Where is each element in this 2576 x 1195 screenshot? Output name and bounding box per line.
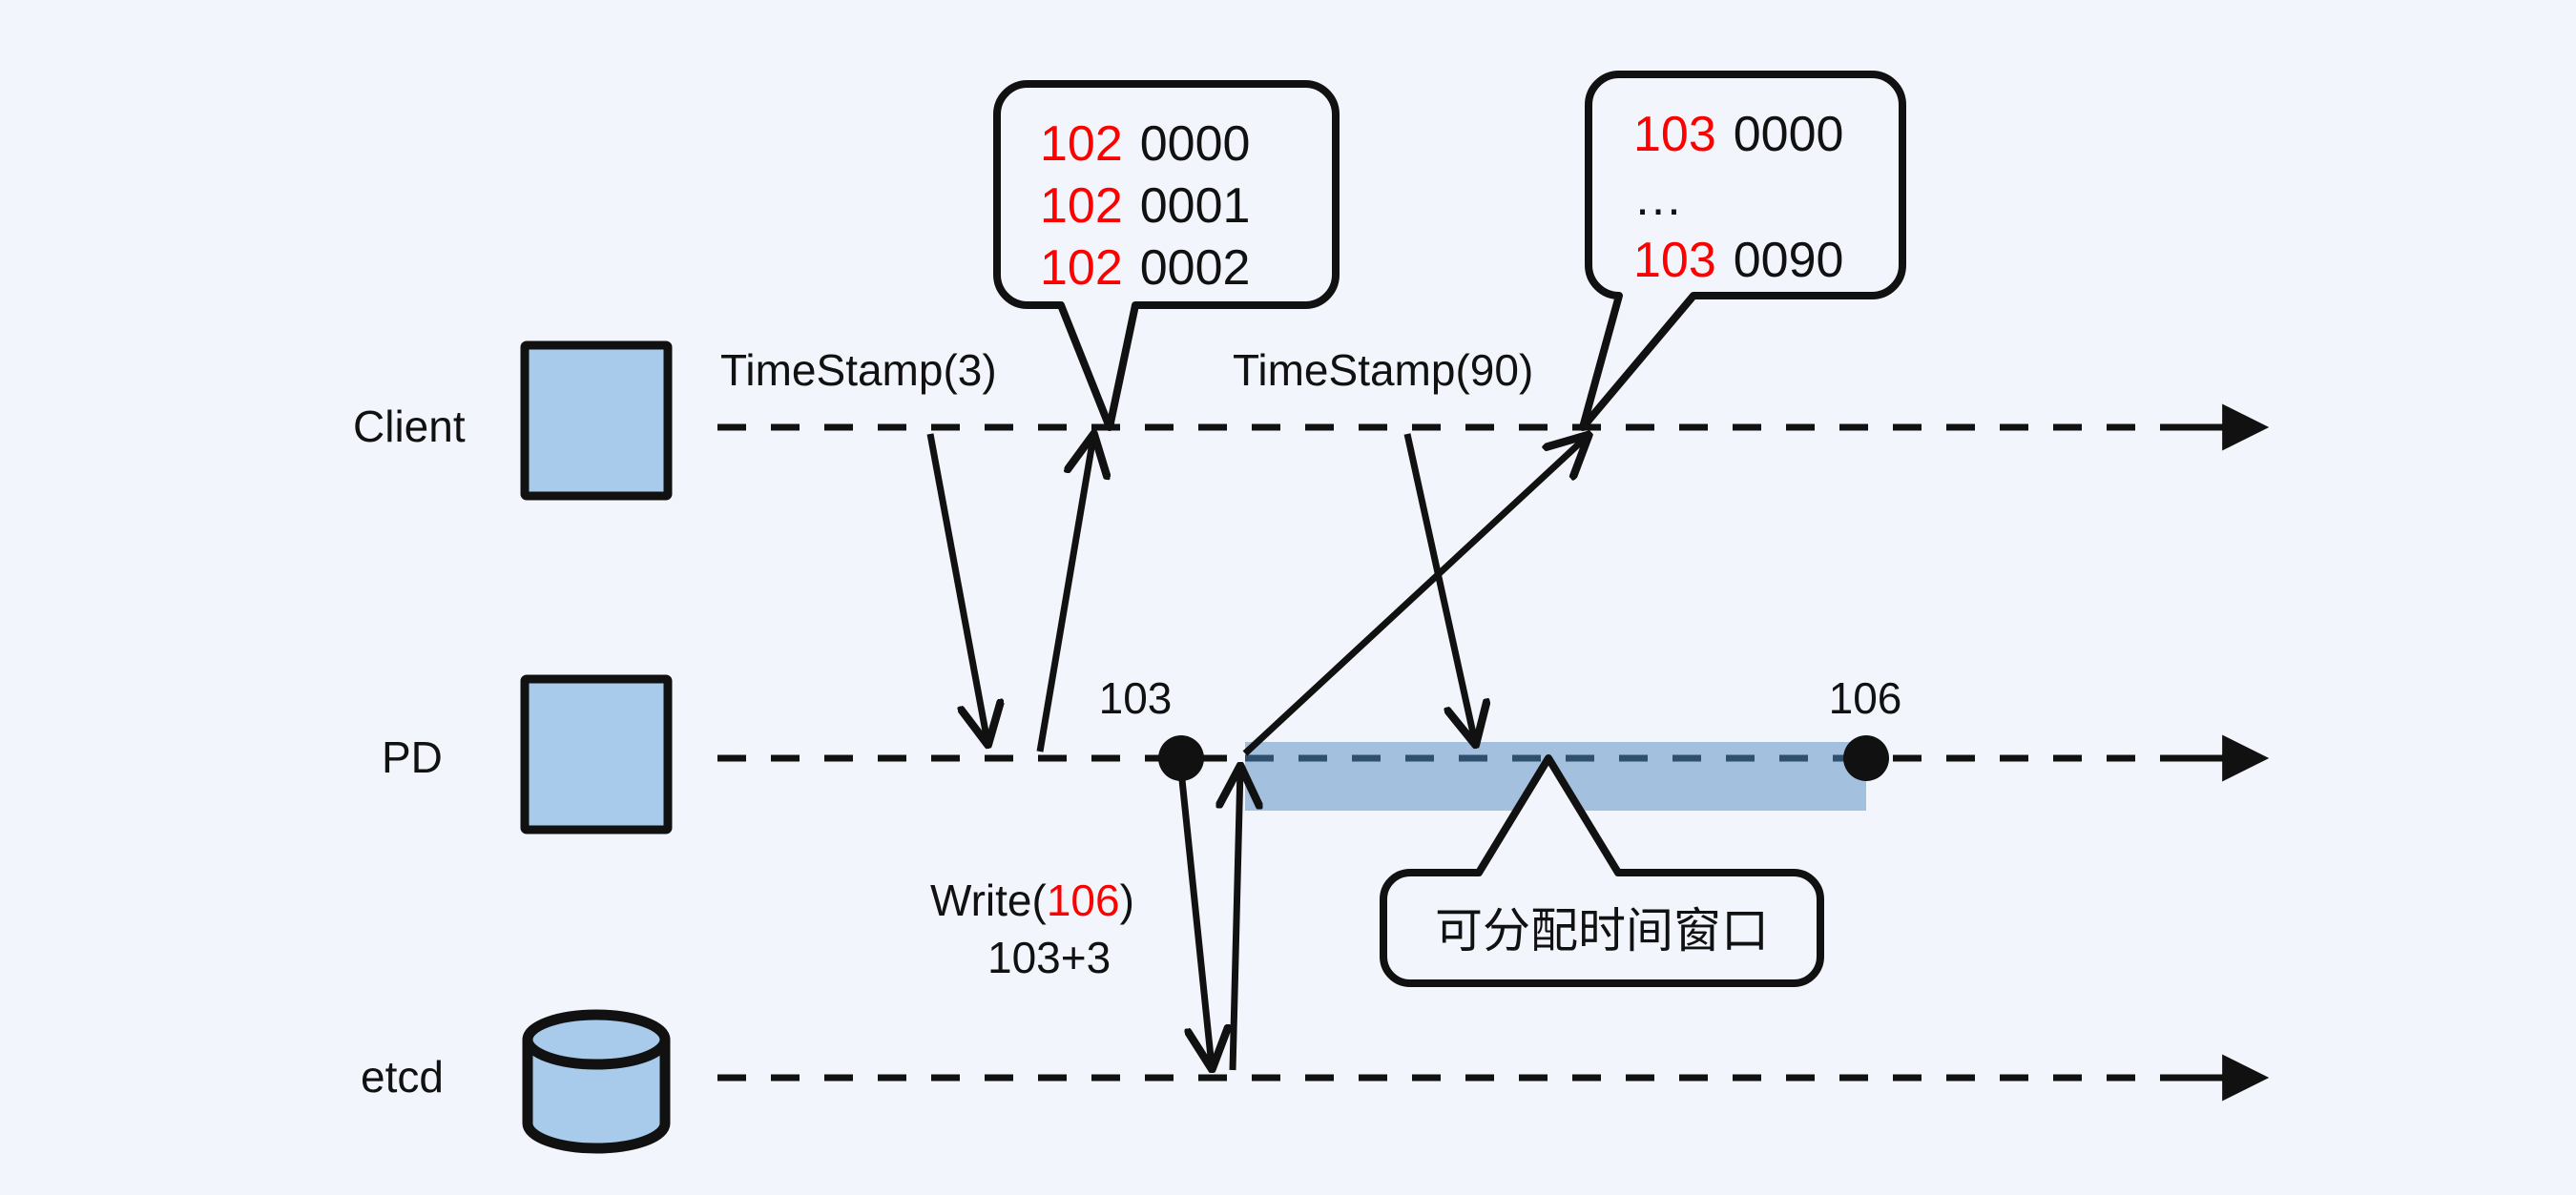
write-label-value: 106 (1047, 876, 1120, 925)
callout-103-row-1: … (1633, 171, 1683, 226)
message-arrow-ts90-request (1403, 433, 1475, 742)
lane-etcd: etcd (361, 1009, 671, 1154)
svg-text:Write(106): Write(106) (930, 876, 1134, 925)
write-label-prefix: Write( (930, 876, 1047, 925)
message-arrow-write-ack (1233, 769, 1240, 1071)
write-label-second-line: 103+3 (987, 933, 1111, 982)
message-arrow-ts3-response (1036, 437, 1093, 752)
lane-label-client: Client (353, 402, 466, 451)
message-arrow-ts90-response (1242, 437, 1587, 756)
write-label: Write(106) 103+3 (930, 876, 1134, 982)
pd-tick-103: 103 (1099, 673, 1204, 781)
message-arrow-ts3-request (926, 433, 987, 742)
lane-label-pd: PD (382, 732, 443, 782)
database-cylinder-icon (522, 1009, 671, 1154)
box-icon (520, 674, 673, 834)
pd-tick-106: 106 (1829, 673, 1902, 781)
message-arrow-write-request (1177, 770, 1212, 1066)
write-label-suffix: ) (1120, 876, 1134, 925)
message-label-timestamp-90: TimeStamp(90) (1233, 345, 1533, 395)
pd-tick-label-106: 106 (1829, 673, 1902, 723)
lane-pd: PD (382, 674, 673, 834)
window-note-box: 可分配时间窗口 (1380, 754, 1824, 987)
lane-client: Client (353, 340, 673, 501)
message-label-timestamp-3: TimeStamp(3) (720, 345, 997, 395)
box-icon (520, 340, 673, 501)
pd-tick-label-103: 103 (1099, 673, 1173, 723)
lane-label-etcd: etcd (361, 1052, 444, 1102)
window-note-label: 可分配时间窗口 (1435, 903, 1769, 958)
